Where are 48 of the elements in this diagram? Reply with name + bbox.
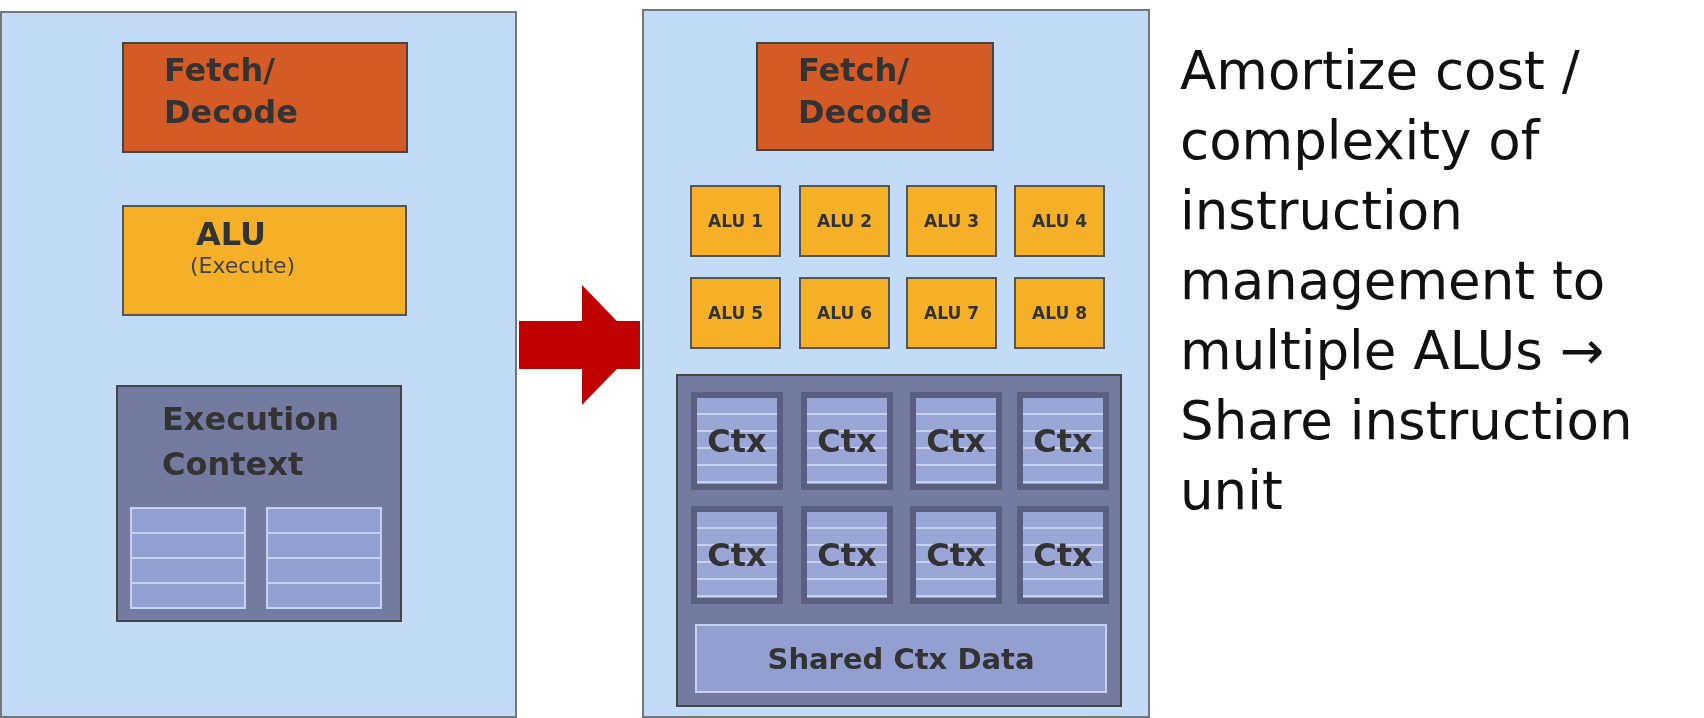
fetch-decode-box	[122, 42, 408, 153]
box-title: Ctx	[1033, 422, 1093, 460]
box-title: ALU 8	[1032, 303, 1087, 323]
shared-data-box	[695, 624, 1107, 693]
context-box	[910, 392, 1002, 490]
box-title: ALU	[196, 215, 267, 253]
alu-box	[799, 185, 890, 257]
context-box	[801, 392, 893, 490]
box-title: Execution Context	[162, 399, 340, 485]
box-subtitle: (Execute)	[190, 253, 297, 278]
box-title: Ctx	[817, 536, 877, 574]
box-title: Ctx	[926, 422, 986, 460]
box-title: ALU 4	[1032, 211, 1087, 231]
alu-box	[122, 205, 407, 316]
box-title: ALU 5	[708, 303, 763, 323]
box-title: Shared Ctx Data	[767, 641, 1035, 676]
box-title: ALU 6	[817, 303, 872, 323]
alu-box	[906, 277, 997, 349]
execution-context-box	[116, 385, 402, 622]
box-title: ALU 1	[708, 211, 763, 231]
alu-box	[1014, 185, 1105, 257]
box-title: Ctx	[817, 422, 877, 460]
context-box	[910, 506, 1002, 604]
fetch-decode-box	[756, 42, 994, 151]
box-title: ALU 2	[817, 211, 872, 231]
alu-box	[690, 277, 781, 349]
arrow	[519, 285, 640, 405]
box-title: Ctx	[707, 536, 767, 574]
alu-box	[690, 185, 781, 257]
context-panel	[676, 374, 1122, 707]
box-title: Fetch/ Decode	[798, 50, 933, 133]
note-text: Amortize cost / complexity of instruction management to multiple ALUs → Share instruction unit	[1180, 39, 1634, 523]
context-box	[801, 506, 893, 604]
context-box	[1017, 392, 1109, 490]
context-box	[691, 392, 783, 490]
box-title: ALU 7	[924, 303, 979, 323]
box-title: Ctx	[1033, 536, 1093, 574]
alu-box	[906, 185, 997, 257]
core-panel	[642, 9, 1150, 718]
box-title: Fetch/ Decode	[164, 50, 299, 133]
core-panel	[0, 11, 517, 718]
context-box	[1017, 506, 1109, 604]
context-box	[691, 506, 783, 604]
box-title: Ctx	[707, 422, 767, 460]
alu-box	[799, 277, 890, 349]
box-title: Ctx	[926, 536, 986, 574]
alu-box	[1014, 277, 1105, 349]
box-title: ALU 3	[924, 211, 979, 231]
